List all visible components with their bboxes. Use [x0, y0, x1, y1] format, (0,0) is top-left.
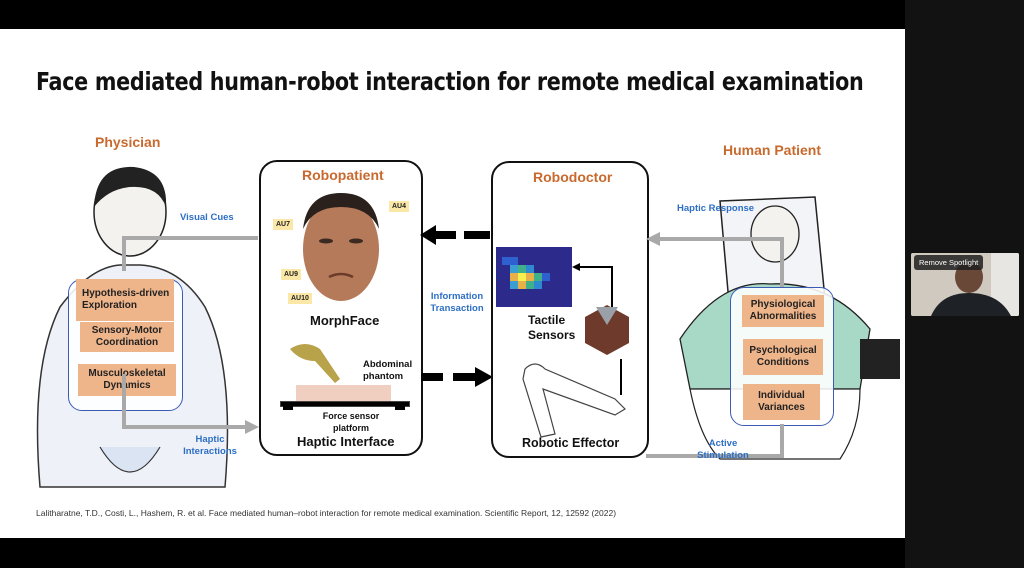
abdominal-phantom: [296, 385, 391, 401]
physician-heading: Physician: [95, 134, 161, 150]
physician-box-sensory-motor: Sensory-Motor Coordination: [80, 322, 174, 352]
au10-badge: AU10: [288, 293, 312, 304]
sensor-arrow: [572, 263, 613, 307]
robotic-effector-label: Robotic Effector: [522, 436, 620, 450]
visual-cues-arrow-down: [122, 236, 126, 271]
human-patient-heading: Human Patient: [723, 142, 822, 158]
patient-box-psychological: Psychological Conditions: [743, 339, 823, 375]
active-stimulation-arrow-vertical: [780, 424, 784, 458]
citation: Lalitharatne, T.D., Costi, L., Hashem, R…: [36, 508, 617, 518]
haptic-interactions-arrow: [122, 425, 250, 429]
presentation-slide: Face mediated human-robot interaction fo…: [0, 29, 905, 538]
haptic-interactions-arrowhead-icon: [245, 420, 259, 434]
haptic-response-arrow-vertical: [780, 237, 784, 287]
visual-cues-label: Visual Cues: [180, 212, 234, 223]
robotic-arm-illustration: [522, 363, 626, 438]
haptic-interactions-arrow-down: [122, 374, 126, 429]
morphface-image: [303, 193, 379, 301]
morphface-label: MorphFace: [310, 313, 380, 328]
patient-box-individual: Individual Variances: [743, 384, 820, 420]
active-stimulation-label: Active Stimulation: [697, 438, 749, 461]
remove-spotlight-button[interactable]: Remove Spotlight: [914, 255, 984, 270]
robodoctor-heading: Robodoctor: [533, 169, 613, 185]
physician-box-hypothesis: Hypothesis-driven Exploration: [76, 279, 174, 321]
tactile-sensors-label: Tactile Sensors: [528, 313, 576, 342]
force-sensor-platform: [280, 401, 410, 407]
au9-badge: AU9: [281, 269, 302, 280]
patient-box-physiological: Physiological Abnormalities: [742, 295, 824, 327]
tactile-heatmap: [496, 247, 572, 307]
haptic-response-arrowhead-icon: [646, 232, 660, 246]
tactile-sensor-hexagon: [585, 305, 629, 355]
info-arrow-right: [421, 367, 493, 387]
haptic-interactions-label: Haptic Interactions: [183, 434, 237, 457]
platform-leg-left: [283, 405, 293, 410]
force-sensor-label: Force sensor platform: [322, 411, 380, 433]
robopatient-heading: Robopatient: [302, 167, 384, 183]
haptic-interface-label: Haptic Interface: [297, 434, 395, 449]
au4-badge: AU4: [389, 201, 410, 212]
robot-to-sensor-line: [620, 359, 622, 395]
hand-icon: [290, 344, 340, 383]
info-arrow-left: [420, 225, 490, 245]
information-transaction-label: Information Transaction: [430, 291, 484, 314]
slide-title: Face mediated human-robot interaction fo…: [36, 67, 864, 96]
physician-box-musculoskeletal: Musculoskeletal Dynamics: [78, 364, 176, 396]
participant-video-tile[interactable]: [911, 253, 1019, 316]
active-stimulation-arrow: [646, 454, 784, 458]
au7-badge: AU7: [273, 219, 294, 230]
platform-leg-right: [395, 405, 405, 410]
haptic-response-label: Haptic Response: [677, 203, 755, 214]
abdominal-phantom-label: Abdominal phantom: [363, 359, 413, 382]
haptic-response-arrow: [655, 237, 783, 241]
visual-cues-arrow: [122, 236, 258, 240]
